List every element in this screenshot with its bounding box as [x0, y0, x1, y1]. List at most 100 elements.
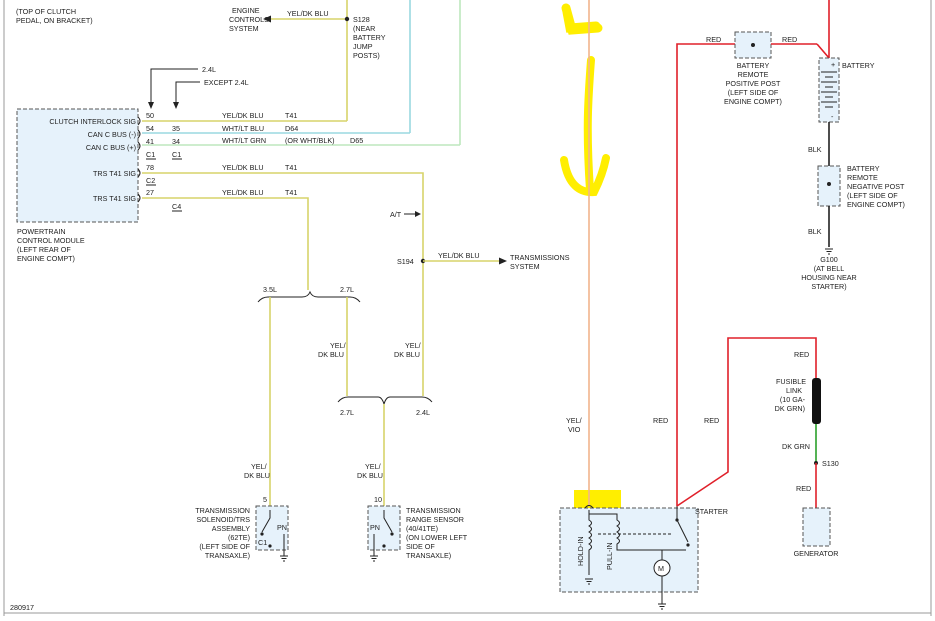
fusible-label: FUSIBLE LINK (10 GA- DK GRN): [775, 377, 807, 413]
s194-dest2: SYSTEM: [510, 262, 540, 271]
pcm-wire: [142, 197, 309, 290]
at-arrow-head: [415, 211, 421, 217]
ground-line: (AT BELL: [814, 264, 845, 273]
range-contact: [390, 532, 394, 536]
yel-vio-l2: VIO: [568, 425, 581, 434]
range-sensor-line: SIDE OF: [406, 542, 435, 551]
pcm-pin-row-4: TRS T41 SIG 78 YEL/DK BLU T41 C2: [93, 163, 424, 396]
pcm-line3: (LEFT REAR OF: [17, 245, 71, 254]
battery-blk2: BLK: [808, 227, 822, 236]
pin-bracket: [137, 129, 141, 139]
pcm-line1: POWERTRAIN: [17, 227, 66, 236]
battery-minus: -: [831, 112, 834, 121]
pin-bracket: [137, 168, 141, 178]
pcm-pin-label: CAN C BUS (-): [88, 130, 136, 139]
red-label-right: RED: [704, 416, 719, 425]
engine-controls-arrow: [263, 15, 271, 23]
starter-hold-label: HOLD-IN: [576, 536, 585, 566]
battery-icon: [821, 71, 837, 108]
pcm-connector: C2: [146, 176, 155, 185]
pcm-pin-number: 41: [146, 137, 154, 146]
battery-blk1: BLK: [808, 145, 822, 154]
battery-box: [818, 57, 840, 123]
pcm-line4: ENGINE COMPT): [17, 254, 75, 263]
pos-post-line: BATTERY: [737, 61, 770, 70]
fusible-link: [812, 378, 821, 424]
neg-post-line: (LEFT SIDE OF: [847, 191, 898, 200]
pcm-pin-number: 50: [146, 111, 154, 120]
starter-contact: [686, 543, 690, 547]
branch-upper-right: 2.7L: [340, 285, 354, 294]
pcm-wire-circuit: T41: [285, 163, 297, 172]
ground-icon: [280, 555, 288, 562]
pcm-wire-color: WHT/LT BLU: [222, 124, 264, 133]
pcm-wire-circuit: D65: [350, 136, 363, 145]
red-label-left: RED: [653, 416, 668, 425]
range-sensor-label: TRANSMISSION RANGE SENSOR (40/41TE) (ON …: [406, 506, 468, 560]
top-left-line2: PEDAL, ON BRACKET): [16, 16, 93, 25]
engine-controls-line2: CONTROLS: [229, 15, 269, 24]
pcm-wire-color: YEL/DK BLU: [222, 163, 264, 172]
solenoid-sw: PN: [277, 523, 287, 532]
low-wire-b-l2: DK BLU: [357, 471, 383, 480]
ground-icon: [658, 603, 666, 610]
starter-contact: [675, 518, 679, 522]
range-switch: [383, 510, 393, 533]
gen-red-bottom: RED: [796, 484, 811, 493]
pos-post-line: POSITIVE POST: [726, 79, 781, 88]
solenoid-contact: [260, 532, 264, 536]
pin-bracket: [137, 193, 141, 203]
pcm-pin-number: 27: [146, 188, 154, 197]
mid-wire-b-l2: DK BLU: [394, 350, 420, 359]
pos-post-line: (LEFT SIDE OF: [728, 88, 779, 97]
solenoid-line: TRANSAXLE): [205, 551, 250, 560]
highlight-box-bottom: [574, 490, 621, 509]
footer-id: 280917: [10, 603, 34, 612]
pin-bracket: [137, 116, 141, 126]
s128-line4: POSTS): [353, 51, 380, 60]
gen-red-top: RED: [794, 350, 809, 359]
neg-post-dot: [827, 182, 831, 186]
variant-except-label: EXCEPT 2.4L: [204, 78, 249, 87]
pin-bracket: [137, 141, 141, 151]
engine-controls-wire-label: YEL/DK BLU: [287, 9, 329, 18]
engine-controls-line1: ENGINE: [232, 6, 260, 15]
ground-icon: [825, 248, 833, 255]
solenoid-switch: [261, 510, 271, 533]
low-wire-b-l1: YEL/: [365, 462, 381, 471]
range-sensor-sw: PN: [370, 523, 380, 532]
variant-except-line: [175, 81, 200, 103]
battery-label: BATTERY: [842, 61, 875, 70]
pcm-wire-alt: (OR WHT/BLK): [285, 136, 335, 145]
fusible-line: FUSIBLE: [776, 377, 806, 386]
engine-controls-line3: SYSTEM: [229, 24, 259, 33]
pcm-wire-circuit: D64: [285, 124, 298, 133]
neg-post-line: NEGATIVE POST: [847, 182, 905, 191]
at-label: A/T: [390, 210, 402, 219]
range-sensor-line: (40/41TE): [406, 524, 438, 533]
branch-upper-left: 3.5L: [263, 285, 277, 294]
pos-post-label: BATTERY REMOTE POSITIVE POST (LEFT SIDE …: [724, 61, 782, 106]
generator-label: GENERATOR: [794, 549, 839, 558]
pos-post-line: REMOTE: [738, 70, 769, 79]
red-wire-battery-starter: [676, 43, 735, 506]
pcm-wire-pin: 35: [172, 124, 180, 133]
pcm-pin-label: TRS T41 SIG: [93, 169, 136, 178]
solenoid-contact: [268, 544, 272, 548]
yel-vio-l1: YEL/: [566, 416, 582, 425]
branch-upper-bracket: [257, 290, 361, 303]
s194-dest: TRANSMISSIONS: [510, 253, 570, 262]
pcm-pin-row-2: CAN C BUS (-) 54 35 WHT/LT BLU D64: [88, 124, 410, 139]
pcm-wire-color: YEL/DK BLU: [222, 188, 264, 197]
neg-post-line: BATTERY: [847, 164, 880, 173]
pcm-wire-circuit: T41: [285, 188, 297, 197]
solenoid-line: TRANSMISSION: [195, 506, 250, 515]
s128-line2: BATTERY: [353, 33, 386, 42]
pcm-pin-label: CAN C BUS (+): [86, 143, 136, 152]
pin-bracket: [584, 505, 594, 509]
hold-in-coil: [588, 510, 592, 575]
pcm-connector: C4: [172, 202, 181, 211]
range-sensor-line: TRANSMISSION: [406, 506, 461, 515]
